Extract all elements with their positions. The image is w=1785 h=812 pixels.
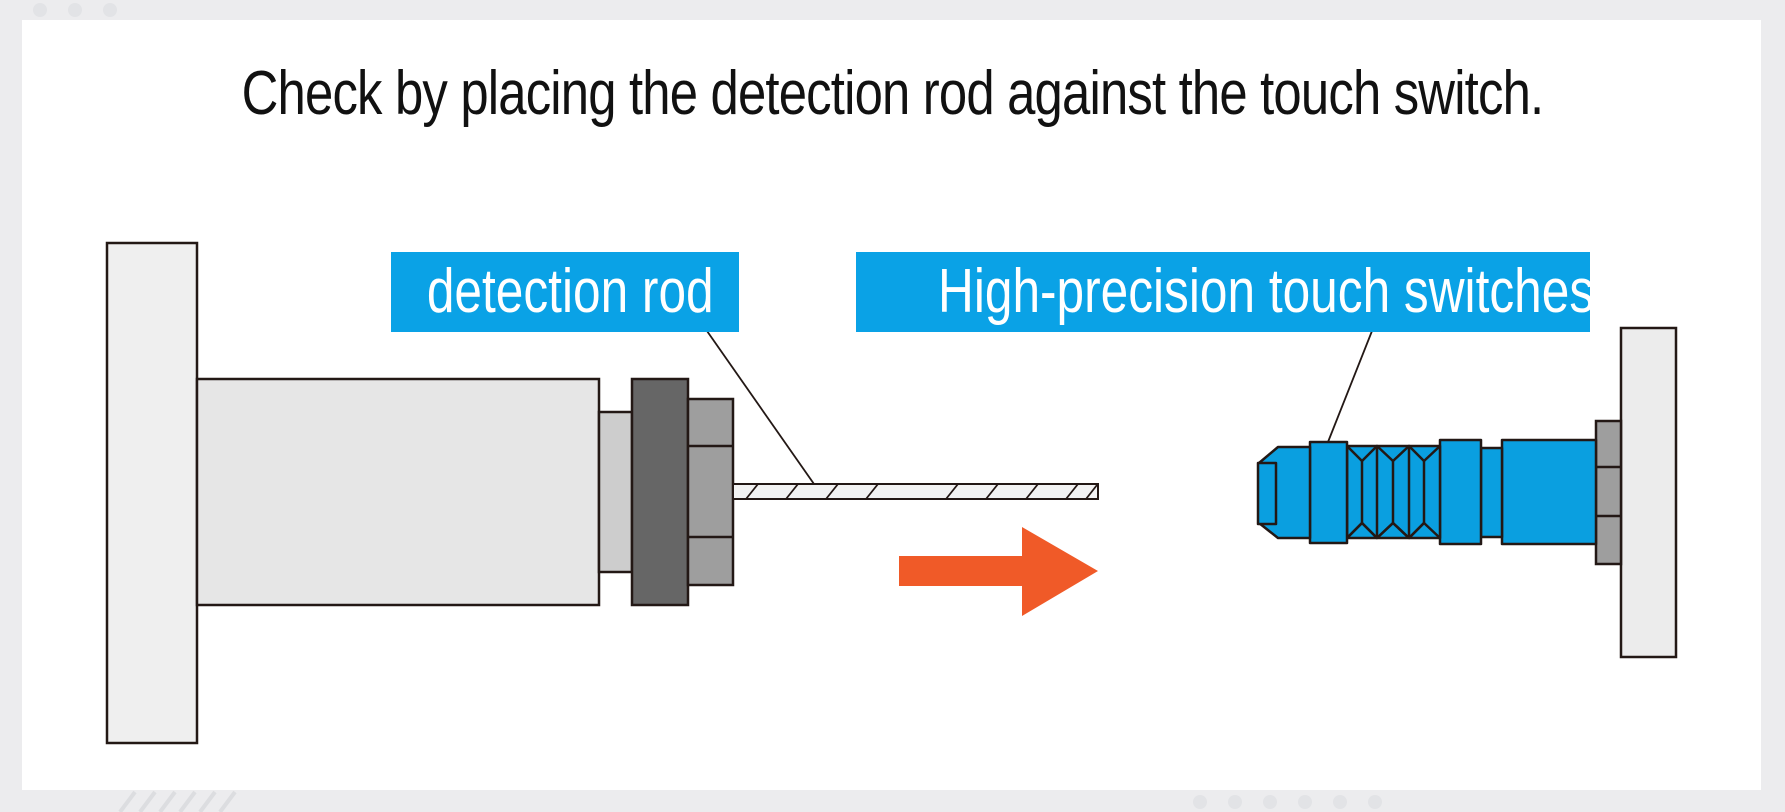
touch-switch bbox=[1256, 438, 1598, 546]
hex-nut bbox=[686, 397, 735, 587]
detection-rod-label: detection rod bbox=[391, 252, 739, 332]
switch-hex-nut bbox=[1594, 419, 1623, 566]
cylinder-body bbox=[195, 377, 601, 607]
switch-leader-line bbox=[1327, 330, 1373, 443]
detection-rod bbox=[732, 483, 1099, 500]
page-title: Check by placing the detection rod again… bbox=[241, 59, 1545, 128]
detection-rod-label-text: detection rod bbox=[426, 257, 714, 326]
left-mounting-plate bbox=[105, 241, 199, 745]
rod-leader-line bbox=[706, 330, 815, 485]
touch-switch-label-text: High-precision touch switches bbox=[938, 257, 1590, 326]
dark-nut bbox=[630, 377, 690, 607]
right-mounting-plate bbox=[1619, 326, 1678, 659]
direction-arrow bbox=[899, 527, 1098, 616]
touch-switch-label: High-precision touch switches bbox=[856, 252, 1590, 332]
cylinder-collar bbox=[597, 410, 634, 574]
